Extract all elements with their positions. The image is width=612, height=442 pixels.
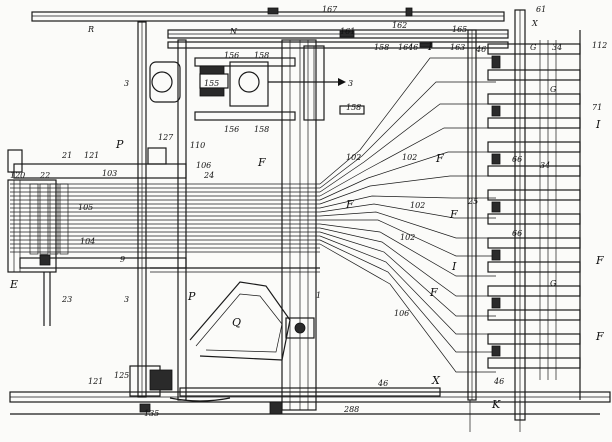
label-121b: 121 [88, 377, 103, 386]
label-F7: F [595, 330, 604, 343]
label-102c: 102 [410, 201, 425, 210]
label-G1: G [530, 43, 537, 52]
lever-bundle [10, 183, 320, 255]
label-F3: F [345, 198, 354, 211]
label-R: R [87, 25, 94, 34]
label-104: 104 [80, 237, 95, 246]
label-167: 167 [322, 5, 338, 14]
label-155: 155 [204, 79, 219, 88]
label-X-top: X [531, 19, 538, 28]
label-Q: Q [232, 316, 241, 329]
label-165: 165 [452, 25, 467, 34]
label-23: 23 [61, 295, 72, 304]
base-bars [9, 365, 611, 432]
label-158-right: 158 [346, 103, 361, 112]
label-66a: 66 [512, 155, 522, 164]
label-F1: F [257, 156, 266, 169]
label-K: K [491, 398, 501, 411]
left-frame [137, 21, 187, 401]
label-135: 135 [144, 409, 159, 418]
label-105: 105 [78, 203, 93, 212]
label-P-top: P [115, 138, 124, 151]
lower-bracket [150, 267, 320, 361]
label-46c: 46 [377, 379, 388, 388]
label-F4: F [449, 208, 458, 221]
label-I-top: I [427, 40, 433, 53]
upper-rail [167, 29, 509, 49]
label-112: 112 [592, 41, 607, 50]
top-frame-bar [31, 7, 505, 22]
label-25: 25 [467, 197, 478, 206]
label-102b: 102 [402, 153, 417, 162]
label-102d: 102 [400, 233, 415, 242]
reference-labels: 167 R X 61 162 161 165 N 158 164 46 I 16… [9, 5, 607, 418]
counter-wheels [487, 30, 581, 400]
label-46a: 46 [407, 43, 418, 52]
label-61: 61 [536, 5, 546, 14]
label-1: 1 [316, 291, 321, 300]
label-164: 164 [398, 43, 413, 52]
label-3c: 3 [124, 295, 129, 304]
label-P-bottom: P [187, 290, 196, 303]
label-F5: F [595, 254, 604, 267]
label-34b: 34 [540, 161, 550, 170]
label-162: 162 [392, 21, 407, 30]
label-125: 125 [114, 371, 129, 380]
label-G3: G [550, 279, 557, 288]
label-161: 161 [340, 27, 355, 36]
label-X-bottom: X [431, 374, 441, 387]
label-F2: F [435, 152, 444, 165]
label-3a: 3 [124, 79, 129, 88]
fan-links [319, 57, 496, 373]
label-9: 9 [120, 255, 125, 264]
label-I-right: I [595, 118, 601, 131]
label-127: 127 [158, 133, 174, 142]
label-120: 120 [10, 171, 25, 180]
label-34a: 34 [552, 43, 562, 52]
label-106: 106 [196, 161, 211, 170]
label-288: 288 [343, 405, 359, 414]
shaft-assembly [149, 57, 365, 121]
label-158c: 158 [254, 125, 269, 134]
label-156a: 156 [224, 51, 239, 60]
label-163: 163 [450, 43, 465, 52]
label-N: N [229, 27, 238, 36]
key-assembly-left [7, 147, 187, 326]
label-66b: 66 [512, 229, 522, 238]
label-46b: 46 [475, 45, 486, 54]
label-G2: G [550, 85, 557, 94]
label-156b: 156 [224, 125, 239, 134]
label-106-right: 106 [394, 309, 409, 318]
label-46d: 46 [493, 377, 504, 386]
label-I-mid: I [451, 260, 457, 273]
label-121a: 121 [84, 151, 99, 160]
label-71: 71 [592, 103, 602, 112]
label-110: 110 [190, 141, 205, 150]
label-3b: 3 [348, 79, 353, 88]
label-E: E [9, 278, 18, 291]
label-F6: F [429, 286, 438, 299]
label-22: 22 [39, 171, 50, 180]
label-102a: 102 [346, 153, 361, 162]
label-21: 21 [61, 151, 72, 160]
label-24: 24 [203, 171, 214, 180]
label-158b: 158 [254, 51, 269, 60]
label-158a: 158 [374, 43, 389, 52]
central-column [281, 39, 325, 411]
label-103: 103 [102, 169, 117, 178]
